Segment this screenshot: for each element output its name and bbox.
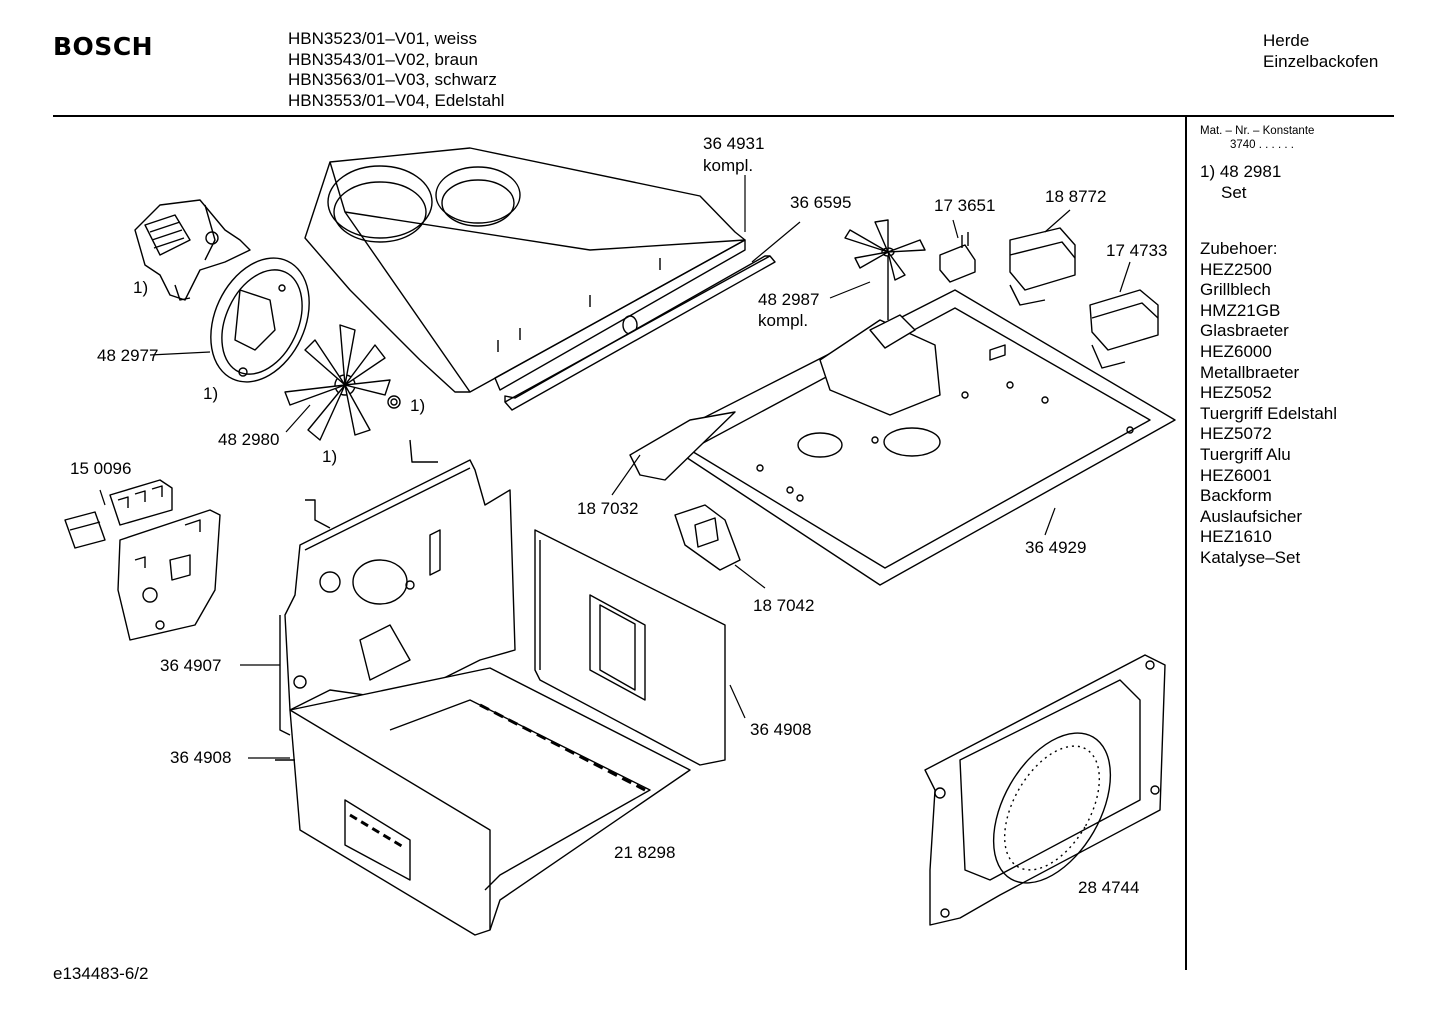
accessory-item: Metallbraeter bbox=[1200, 362, 1300, 382]
label-36-4908-left: 36 4908 bbox=[170, 748, 232, 767]
model-line: HBN3563/01–V03, schwarz bbox=[288, 70, 497, 89]
accessory-item: HEZ5072 bbox=[1200, 424, 1272, 444]
label-17-4733: 17 4733 bbox=[1106, 241, 1168, 260]
mat-header: Mat. – Nr. – Konstante bbox=[1200, 125, 1315, 137]
side-rail-drawing bbox=[504, 255, 776, 411]
ref-note-fan: 1) bbox=[322, 447, 338, 466]
label-48-2987: 48 2987 bbox=[758, 290, 820, 309]
accessory-item: Auslaufsicher bbox=[1200, 506, 1303, 526]
rear-panel-drawing bbox=[924, 654, 1166, 926]
accessory-item: HEZ6000 bbox=[1200, 341, 1272, 361]
label-36-4931-sub: kompl. bbox=[703, 156, 754, 175]
accessory-item: HMZ21GB bbox=[1200, 300, 1281, 320]
accessory-item: HEZ2500 bbox=[1200, 259, 1272, 279]
accessory-item: Grillblech bbox=[1200, 280, 1271, 300]
category-line: Herde bbox=[1263, 31, 1310, 50]
brand-logo: BOSCH bbox=[53, 32, 154, 61]
label-48-2987-sub: kompl. bbox=[758, 311, 809, 330]
accessory-item: Glasbraeter bbox=[1200, 321, 1289, 341]
category-line: Einzelbackofen bbox=[1263, 52, 1379, 71]
label-18-8772: 18 8772 bbox=[1045, 187, 1107, 206]
rear-wall-drawing bbox=[279, 439, 516, 736]
fan-wheel-drawing bbox=[284, 324, 401, 441]
exploded-diagram bbox=[64, 147, 1176, 936]
side-wall-right-drawing bbox=[534, 529, 726, 766]
label-18-7042: 18 7042 bbox=[753, 596, 815, 615]
label-36-6595: 36 6595 bbox=[790, 193, 852, 212]
model-line: HBN3523/01–V01, weiss bbox=[288, 29, 478, 48]
accessory-item: HEZ5052 bbox=[1200, 383, 1272, 403]
label-15-0096: 15 0096 bbox=[70, 459, 132, 478]
set-note: 1) 48 2981 Set bbox=[1200, 162, 1337, 203]
accessory-item: Backform bbox=[1200, 486, 1272, 506]
ref-note-plate: 1) bbox=[203, 384, 219, 403]
accessory-item: HEZ6001 bbox=[1200, 465, 1272, 485]
model-list: HBN3523/01–V01, weiss HBN3543/01–V02, br… bbox=[288, 29, 504, 111]
label-36-4931: 36 4931 bbox=[703, 134, 765, 153]
label-18-7032: 18 7032 bbox=[577, 499, 639, 518]
accessory-item: Tuergriff Edelstahl bbox=[1200, 403, 1338, 423]
sidebar-divider bbox=[1185, 116, 1187, 970]
sidebar: Mat. – Nr. – Konstante 3740 . . . . . . … bbox=[1200, 124, 1337, 569]
ref-note-nut: 1) bbox=[410, 396, 426, 415]
oven-top-plate-drawing bbox=[629, 289, 1176, 586]
bracket-drawing bbox=[64, 479, 221, 641]
ref-note-motor: 1) bbox=[133, 278, 149, 297]
header-divider bbox=[53, 115, 1394, 117]
accessory-list: Zubehoer: HEZ2500 Grillblech HMZ21GB Gla… bbox=[1200, 239, 1337, 569]
switch-parts-drawing bbox=[939, 227, 1159, 369]
label-48-2980: 48 2980 bbox=[218, 430, 280, 449]
mat-value: 3740 . . . . . . bbox=[1230, 139, 1294, 151]
model-line: HBN3553/01–V04, Edelstahl bbox=[288, 90, 505, 110]
accessory-item: Tuergriff Alu bbox=[1200, 444, 1291, 464]
label-21-8298: 21 8298 bbox=[614, 843, 676, 862]
accessory-item: HEZ1610 bbox=[1200, 527, 1272, 547]
oven-bottom-drawing bbox=[275, 667, 691, 936]
set-note-line: Set bbox=[1221, 182, 1247, 202]
set-note-line: 1) 48 2981 bbox=[1200, 162, 1282, 181]
label-17-3651: 17 3651 bbox=[934, 196, 996, 215]
label-36-4907: 36 4907 bbox=[160, 656, 222, 675]
label-48-2977: 48 2977 bbox=[97, 346, 159, 365]
label-36-4908-right: 36 4908 bbox=[750, 720, 812, 739]
drawing-id: e134483-6/2 bbox=[53, 964, 149, 983]
motor-drawing bbox=[134, 199, 251, 301]
accessory-item: Katalyse–Set bbox=[1200, 547, 1301, 567]
back-plate-drawing bbox=[210, 257, 310, 383]
fan-motor-drawing bbox=[819, 219, 941, 416]
fan-cover-drawing bbox=[304, 147, 746, 393]
lamp-socket-drawing bbox=[674, 504, 741, 571]
accessory-item: Zubehoer: bbox=[1200, 239, 1278, 258]
category: Herde Einzelbackofen bbox=[1263, 30, 1378, 72]
label-28-4744: 28 4744 bbox=[1078, 878, 1140, 897]
label-36-4929: 36 4929 bbox=[1025, 538, 1087, 557]
model-line: HBN3543/01–V02, braun bbox=[288, 49, 478, 69]
leader-lines bbox=[99, 175, 1131, 759]
